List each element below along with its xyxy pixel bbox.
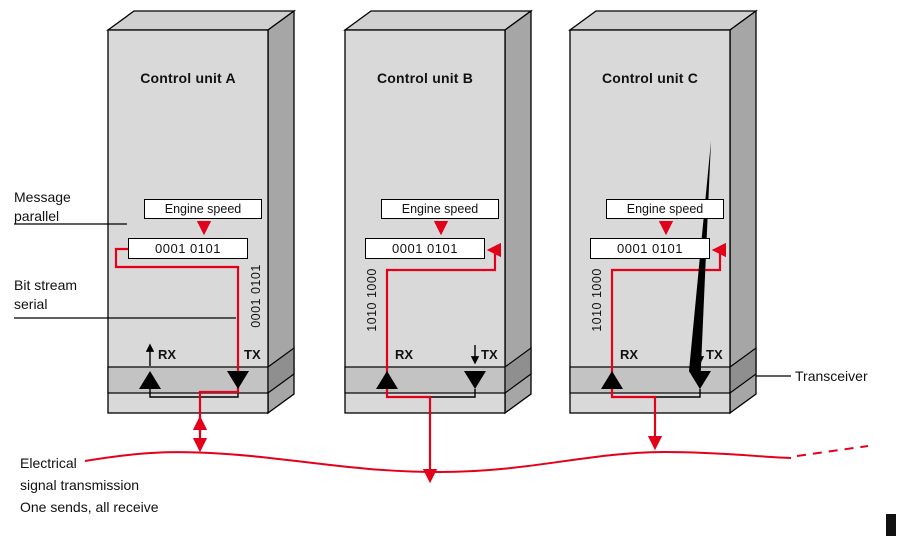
message-parallel-line1: Message — [14, 188, 71, 207]
rx-label: RX — [395, 347, 413, 362]
parallel-bits-box: 0001 0101 — [128, 238, 248, 259]
transceiver-label: Transceiver — [795, 367, 868, 386]
message-parallel-label: Message parallel — [14, 188, 71, 226]
parallel-message-box: Engine speed — [381, 199, 499, 219]
bus-wave-dashed-continuation — [797, 446, 868, 456]
bit-stream-label: Bit stream serial — [14, 276, 77, 314]
bus-caption-line3: One sends, all receive — [20, 496, 159, 518]
tx-label: TX — [481, 347, 498, 362]
control-unit-b: Control unit B Engine speed 0001 0101 10… — [345, 0, 531, 544]
tx-label: TX — [244, 347, 261, 362]
serial-bitstream-text: 0001 0101 — [248, 251, 264, 341]
unit-title: Control unit B — [345, 70, 505, 86]
message-parallel-line2: parallel — [14, 207, 71, 226]
unit-title: Control unit C — [570, 70, 730, 86]
bus-caption: Electrical signal transmission One sends… — [20, 452, 159, 518]
rx-label: RX — [620, 347, 638, 362]
serial-bitstream-text: 1010 1000 — [364, 255, 380, 345]
parallel-message-box: Engine speed — [606, 199, 724, 219]
parallel-bits-box: 0001 0101 — [365, 238, 485, 259]
unit-title: Control unit A — [108, 70, 268, 86]
parallel-message-box: Engine speed — [144, 199, 262, 219]
page-corner-mark — [886, 514, 896, 536]
control-unit-c: Control unit C Engine speed 0001 0101 10… — [570, 0, 756, 544]
bit-stream-line2: serial — [14, 295, 77, 314]
rx-label: RX — [158, 347, 176, 362]
serial-bitstream-text: 1010 1000 — [589, 255, 605, 345]
parallel-bits-box: 0001 0101 — [590, 238, 710, 259]
bus-caption-line1: Electrical — [20, 452, 159, 474]
bit-stream-line1: Bit stream — [14, 276, 77, 295]
bus-caption-line2: signal transmission — [20, 474, 159, 496]
tx-label: TX — [706, 347, 723, 362]
